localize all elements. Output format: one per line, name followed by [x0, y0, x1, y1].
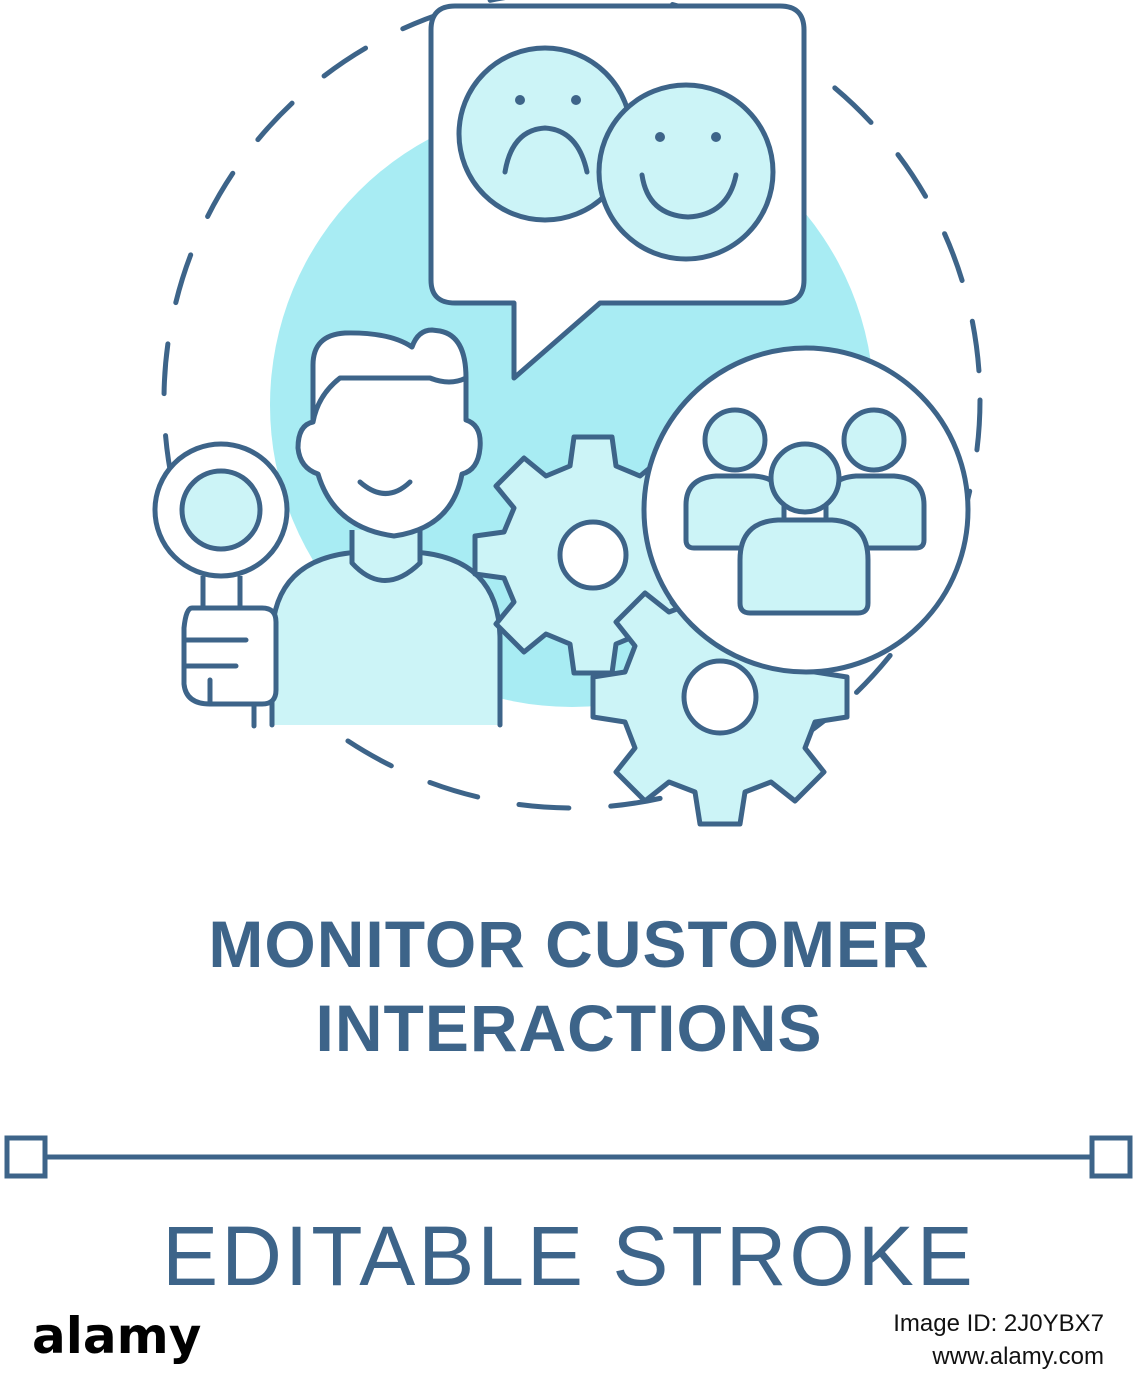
person-icon [269, 327, 503, 728]
user-group-icon [641, 345, 971, 675]
footer-bar [0, 1300, 1138, 1390]
title-line-1: MONITOR CUSTOMER [208, 907, 930, 981]
magnifier-icon [152, 441, 290, 729]
footer-url: www.alamy.com [932, 1343, 1104, 1370]
concept-illustration [4, 0, 1133, 1179]
dashed-ring [161, 0, 983, 811]
editable-stroke-line [4, 1135, 1133, 1179]
footer-brand: alamy [32, 1307, 202, 1365]
title-line-2: INTERACTIONS [315, 991, 823, 1065]
happy-face-icon [596, 82, 776, 262]
editable-stroke-label: EDITABLE STROKE [162, 1209, 976, 1303]
footer-image-id: Image ID: 2J0YBX7 [893, 1310, 1104, 1337]
